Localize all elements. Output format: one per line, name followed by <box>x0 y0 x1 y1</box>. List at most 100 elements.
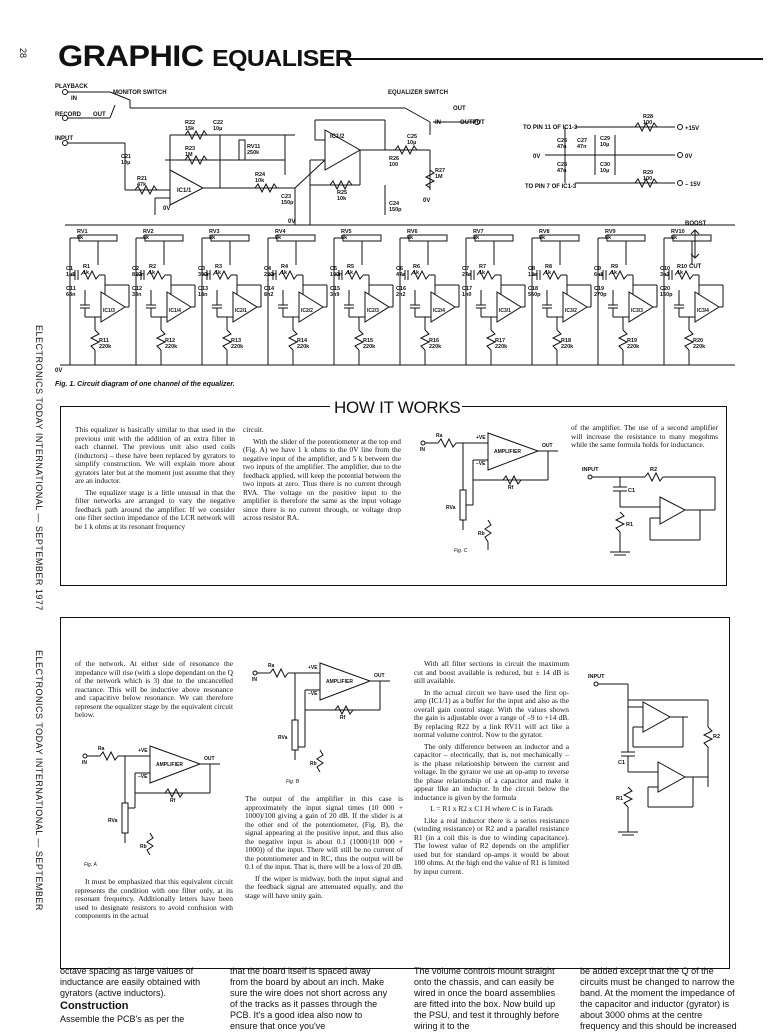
figc-rva: RVa <box>446 505 456 511</box>
inductance-formula: L = R1 x R2 x C1 H where C is in Farads <box>430 804 553 813</box>
page2-col1-para-1: of the network. At either side of resona… <box>75 659 233 719</box>
label-record: RECORD <box>55 112 82 118</box>
component-label-c23: C23 <box>281 194 291 200</box>
cap-top-label: 1µ5 <box>66 272 75 278</box>
label-to-pin-7: TO PIN 7 OF IC1-3 <box>525 184 577 190</box>
label-ic12: IC1/2 <box>330 134 345 140</box>
figc-amplifier: AMPLIFIER <box>494 449 521 455</box>
hiw-col1-para-2: The equalizer stage is a little unusual … <box>75 487 235 531</box>
ic-label: IC3/2 <box>565 308 577 314</box>
res-bottom-label: 220k <box>363 344 376 350</box>
label-ic11: IC1/1 <box>177 188 192 194</box>
res-bottom-label: R20 <box>693 338 703 344</box>
cap-bottom-label: 8n2 <box>264 292 273 298</box>
res-top-label: R2 <box>149 264 156 270</box>
ic-label: IC2/1 <box>235 308 247 314</box>
figa-rf: Rf <box>170 798 176 804</box>
ic-label: IC2/4 <box>433 308 445 314</box>
title-word-graphic: GRAPHIC <box>58 40 204 73</box>
schematic-labels: PLAYBACK IN MONITOR SWITCH RECORD OUT IN… <box>55 84 707 374</box>
figure-caption: Fig. 1. Circuit diagram of one channel o… <box>55 381 235 388</box>
res-top-label: R9 <box>611 264 618 270</box>
label-0v-left: 0V <box>55 368 62 374</box>
component-label-c30: 10µ <box>600 168 609 174</box>
label-equalizer-switch: EQUALIZER SWITCH <box>388 90 448 96</box>
component-label-c21: C21 <box>121 154 131 160</box>
figb-amplifier: AMPLIFIER <box>326 679 353 685</box>
label-cut: CUT <box>689 264 702 270</box>
cap-top-label: 100n <box>330 272 343 278</box>
component-label-r25: R25 <box>337 190 347 196</box>
res-bottom-label: R17 <box>495 338 505 344</box>
res-top-label: 1k <box>611 270 618 276</box>
res-top-label: 1k <box>347 270 354 276</box>
label-record-out: OUT <box>93 112 106 118</box>
component-label-c29: 10µ <box>600 142 609 148</box>
pot-label: 5k <box>473 235 480 241</box>
hiw-col2-para-1: circuit. <box>243 425 264 434</box>
cap-bottom-label: C14 <box>264 286 275 292</box>
gyrator2-input: INPUT <box>588 674 605 680</box>
figc-ra: Ra <box>436 433 443 439</box>
label-to-pin-11: TO PIN 11 OF IC1-3 <box>523 125 578 131</box>
figa-rb: Rb <box>140 844 147 850</box>
cap-top-label: C2 <box>132 266 139 272</box>
component-label-r22: R22 <box>185 120 195 126</box>
figb-caption: Fig. B <box>286 779 300 785</box>
cap-top-label: C9 <box>594 266 601 272</box>
page2-box <box>60 617 730 969</box>
ic-label: IC1/4 <box>169 308 181 314</box>
pot-label: RV3 <box>209 229 220 235</box>
cap-bottom-label: C19 <box>594 286 604 292</box>
page-number: 28 <box>18 48 28 59</box>
label-output: OUTPUT <box>460 120 485 126</box>
component-label-c30: C30 <box>600 162 610 168</box>
component-label-r24: 10k <box>255 178 265 184</box>
ic-label: IC2/2 <box>301 308 313 314</box>
label-switch-out: OUT <box>453 106 466 112</box>
pot-label: RV10 <box>671 229 685 235</box>
res-top-label: R8 <box>545 264 552 270</box>
res-bottom-label: R13 <box>231 338 241 344</box>
ic-label: IC3/3 <box>631 308 643 314</box>
cap-bottom-label: C15 <box>330 286 340 292</box>
cap-top-label: 820n <box>132 272 145 278</box>
component-label-r26: R26 <box>389 156 399 162</box>
figure-b-diagram: Ra IN +VE –VE AMPLIFIER OUT Rf RVa Rb Fi… <box>252 662 390 785</box>
cap-top-label: 3n3 <box>660 272 669 278</box>
res-bottom-label: 220k <box>165 344 178 350</box>
component-label-r28: R28 <box>643 114 653 120</box>
figa-amplifier: AMPLIFIER <box>156 762 183 768</box>
res-bottom-label: 220k <box>99 344 112 350</box>
component-label-r24: R24 <box>255 172 266 178</box>
title-word-equaliser: EQUALISER <box>212 45 353 71</box>
gyrator-input: INPUT <box>582 467 599 473</box>
gyrator-c1: C1 <box>628 488 635 494</box>
pot-label: 5k <box>275 235 282 241</box>
component-label-r23: R23 <box>185 146 195 152</box>
res-top-label: R10 <box>677 264 687 270</box>
cap-bottom-label: C13 <box>198 286 208 292</box>
bottom-column-3: The volume controls mount straight onto … <box>414 966 560 1031</box>
hiw-col1-para-1: This equalizer is basically similar to t… <box>75 425 235 485</box>
cap-bottom-label: C12 <box>132 286 142 292</box>
cap-bottom-label: C17 <box>462 286 472 292</box>
pot-label: RV5 <box>341 229 352 235</box>
hiw-col2-para-2: With the slider of the potentiometer at … <box>243 436 401 522</box>
res-top-label: 1k <box>545 270 552 276</box>
res-top-label: R4 <box>281 264 289 270</box>
component-label-r25: 10k <box>337 196 347 202</box>
cap-top-label: 47n <box>396 272 406 278</box>
ic-label: IC3/4 <box>697 308 709 314</box>
component-label-c27: C27 <box>577 138 587 144</box>
bottom-col1-text: octave spacing as large values of induct… <box>60 966 201 998</box>
label-switch-in: IN <box>435 120 441 126</box>
figb-in: IN <box>252 677 257 683</box>
figb-out: OUT <box>374 673 385 679</box>
cap-top-label: C8 <box>528 266 535 272</box>
